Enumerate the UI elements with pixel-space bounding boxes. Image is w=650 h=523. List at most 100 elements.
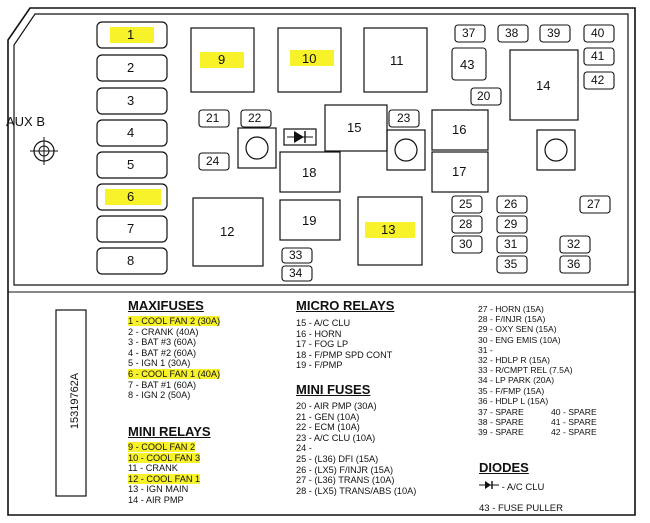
highlight-6 [105, 189, 161, 205]
right-fuse-item: 27 - HORN (15A) [478, 304, 544, 314]
panel-outline [7, 7, 636, 516]
fuse-5-label: 5 [127, 157, 135, 172]
right-fuse-item: 33 - R/CMPT REL (7.5A) [478, 365, 573, 376]
mini-fuse-item: 26 - (LX5) F/INJR (15A) [296, 464, 394, 475]
spare-item: 39 - SPARE [478, 427, 524, 438]
spare-item: 37 - SPARE [478, 407, 524, 417]
relay-18-box [279, 151, 341, 193]
part-number-box [55, 309, 87, 497]
micro-relay-item: 17 - FOG LP [296, 339, 349, 350]
relay-14-label: 14 [536, 78, 551, 93]
mini-relay-item: 11 - CRANK [128, 463, 178, 474]
fuse-31-label: 31 [504, 237, 518, 251]
mini-fuse-item: 24 - [296, 443, 312, 454]
fuse-42-label: 42 [591, 73, 605, 87]
relay-19-box [279, 199, 341, 241]
relay-11-label: 11 [390, 53, 404, 68]
fuse-1-label: 1 [127, 27, 135, 42]
fuse-40-label: 40 [591, 26, 605, 40]
relay-16-label: 16 [452, 122, 467, 137]
spare-left-list: 37 - SPARE 38 - SPARE 39 - SPARE [478, 407, 524, 438]
relay-12-label: 12 [220, 224, 235, 239]
maxifuse-item: 6 - COOL FAN 1 (40A) [128, 368, 221, 379]
fuse-22-label: 22 [248, 111, 262, 125]
mini-relay-item: 13 - IGN MAIN [128, 484, 189, 495]
fuse-21-label: 21 [206, 111, 220, 125]
fuse-23-label: 23 [397, 111, 411, 125]
micro-relay-item: 18 - F/PMP SPD CONT [296, 349, 393, 360]
fuse-36-label: 36 [567, 257, 581, 271]
right-fuse-item: 31 - [478, 344, 493, 355]
aux-b-terminal-icon [30, 137, 58, 165]
relay-11-box [363, 27, 428, 93]
maxifuse-item: 4 - BAT #2 (60A) [128, 347, 197, 358]
relay-13-box [357, 196, 423, 266]
mini-fuse-item: 21 - GEN (10A) [296, 411, 360, 422]
mini-fuse-slots [198, 24, 615, 282]
mini-relay-item: 12 - COOL FAN 1 [128, 473, 201, 484]
mini-fuse-item: 20 - AIR PMP (30A) [296, 401, 377, 411]
fuse-35-label: 35 [504, 257, 518, 271]
spare-item: 41 - SPARE [551, 417, 597, 428]
mini-fuses-list: 20 - AIR PMP (30A) 21 - GEN (10A) 22 - E… [296, 401, 416, 496]
right-fuse-item: 34 - LP PARK (20A) [478, 375, 555, 386]
fuse-2-label: 2 [127, 60, 135, 75]
bolt-icon-middle [386, 129, 426, 171]
micro-relay-item: 16 - HORN [296, 328, 342, 339]
spare-right-list: 40 - SPARE 41 - SPARE 42 - SPARE [551, 407, 597, 438]
fuse-43-label: 43 [460, 57, 475, 72]
fuse-7-label: 7 [127, 221, 135, 236]
maxi-fuse-column [96, 21, 168, 275]
bolt-icon-left [237, 127, 277, 169]
micro-relays-title: MICRO RELAYS [296, 298, 395, 313]
fuse-32-label: 32 [567, 237, 581, 251]
diode-icon [283, 128, 317, 146]
diode-item: - A/C CLU [501, 482, 545, 493]
spare-item: 40 - SPARE [551, 407, 597, 417]
fuse-8-label: 8 [127, 253, 135, 268]
relay-15-label: 15 [347, 120, 362, 135]
maxifuse-item: 5 - IGN 1 (30A) [128, 358, 191, 369]
fuse-24-label: 24 [206, 154, 220, 168]
mini-relays-list: 9 - COOL FAN 2 10 - COOL FAN 3 11 - CRAN… [128, 442, 201, 506]
micro-relay-item: 19 - F/PMP [296, 360, 343, 371]
relay-19-label: 19 [302, 213, 317, 228]
spare-item: 42 - SPARE [551, 427, 597, 438]
maxifuse-item: 7 - BAT #1 (60A) [128, 379, 197, 390]
fuse-38-label: 38 [505, 26, 519, 40]
maxifuse-item: 3 - BAT #3 (60A) [128, 337, 197, 348]
mini-fuse-item: 27 - (L36) TRANS (10A) [296, 475, 395, 486]
part-number: 15319762A [69, 372, 81, 430]
maxifuse-item: 8 - IGN 2 (50A) [128, 390, 191, 401]
mini-relay-item: 9 - COOL FAN 2 [128, 442, 196, 452]
relay-12-box [192, 197, 264, 267]
fuse-27-label: 27 [587, 197, 601, 211]
fuse-39-label: 39 [547, 26, 561, 40]
highlight-13 [365, 222, 415, 238]
mini-fuses-title: MINI FUSES [296, 382, 371, 397]
right-fuse-item: 29 - OXY SEN (15A) [478, 324, 557, 335]
right-fuse-item: 28 - F/INJR (15A) [478, 314, 546, 325]
relay-9-label: 9 [218, 52, 226, 67]
inner-panel-outline [13, 13, 629, 286]
fuse-4-label: 4 [127, 125, 135, 140]
relay-17-box [431, 151, 489, 193]
right-fuse-item: 32 - HDLP R (15A) [478, 355, 550, 366]
right-fuse-list: 27 - HORN (15A) 28 - F/INJR (15A) 29 - O… [478, 304, 573, 406]
fuse-30-label: 30 [459, 237, 473, 251]
fuse-puller-label: 43 - FUSE PULLER [479, 503, 563, 514]
relay-17-label: 17 [452, 164, 467, 179]
highlight-10 [290, 50, 334, 66]
mini-relays-title: MINI RELAYS [128, 424, 211, 439]
highlight-9 [200, 52, 244, 68]
mini-fuse-item: 23 - A/C CLU (10A) [296, 432, 376, 443]
fuse-41-label: 41 [591, 49, 605, 63]
mini-fuse-item: 28 - (LX5) TRANS/ABS (10A) [296, 485, 417, 496]
fuse-33-label: 33 [289, 248, 303, 262]
diodes-title: DIODES [479, 460, 529, 475]
right-fuse-item: 30 - ENG EMIS (10A) [478, 334, 561, 345]
mini-fuse-item: 22 - ECM (10A) [296, 422, 360, 433]
aux-b-label: AUX B [6, 114, 46, 129]
mini-fuse-item: 25 - (L36) DFI (15A) [296, 453, 379, 464]
